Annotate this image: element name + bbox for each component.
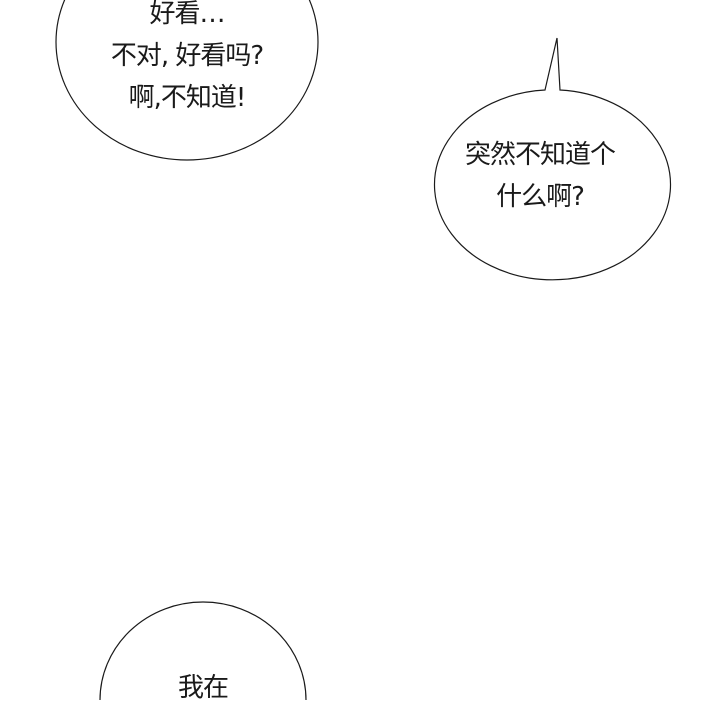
bubble-2-line-2: 什么啊? xyxy=(496,182,585,212)
bubble-1-line-3: 啊,不知道! xyxy=(128,83,247,113)
bubble-1-line-2: 不对, 好看吗? xyxy=(110,41,264,71)
speech-bubble-2 xyxy=(433,37,672,281)
bubble-1-text: 好看… 不对, 好看吗? 啊,不知道! xyxy=(110,0,264,119)
bubble-3-text: 我在 xyxy=(177,673,229,703)
bubble-3-line-1: 我在 xyxy=(177,673,229,703)
bubble-2-line-1: 突然不知道个 xyxy=(464,140,616,170)
speech-bubble-3 xyxy=(99,601,307,700)
bubble-2-text: 突然不知道个 什么啊? xyxy=(464,134,616,218)
speech-bubble-1 xyxy=(55,0,319,161)
bubble-1-line-1: 好看… xyxy=(149,0,225,29)
